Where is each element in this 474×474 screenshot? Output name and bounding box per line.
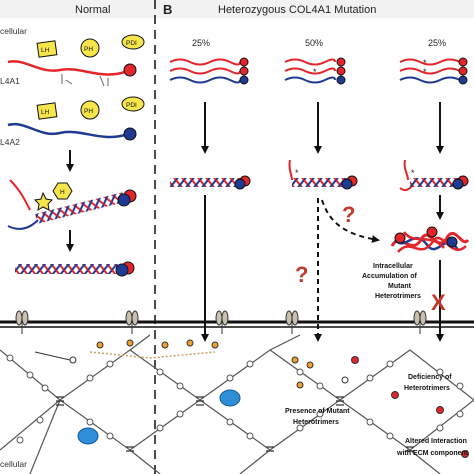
column2-chains: * — [284, 57, 346, 85]
annotation-deficiency: Deficiency of Heterotrimers — [404, 374, 452, 392]
lh-domain: LH — [36, 40, 58, 58]
svg-text:Altered Interaction: Altered Interaction — [405, 438, 467, 445]
panel-a-title: Normal — [75, 4, 110, 16]
loose-chain-red — [9, 179, 31, 211]
svg-text:PDI: PDI — [126, 40, 137, 47]
heterotrimer-a — [15, 264, 125, 274]
ecm-junctions — [56, 396, 414, 452]
svg-text:Intracellular: Intracellular — [373, 263, 413, 270]
question-mark-1: ? — [342, 202, 355, 227]
svg-text:LH: LH — [41, 109, 50, 116]
svg-text:H: H — [60, 189, 65, 196]
block-x-mark: X — [431, 290, 446, 315]
label-chain1: L4A1 — [0, 76, 20, 86]
svg-text:PH: PH — [84, 108, 93, 115]
membrane-receptors — [15, 310, 427, 334]
chain-alpha2-head — [123, 127, 137, 141]
header-band — [0, 0, 474, 18]
svg-text:PDI: PDI — [126, 102, 137, 109]
pct-left: 25% — [192, 38, 210, 48]
ligand-stick — [34, 351, 71, 361]
hydroxyl-groups — [61, 74, 109, 87]
panel-b-letter: B — [163, 2, 172, 17]
svg-text:Accumulation of: Accumulation of — [362, 273, 418, 280]
pdi-domain-2: PDI — [121, 96, 145, 112]
chain-alpha2-strand — [7, 122, 126, 139]
assembling-head-blue — [117, 193, 131, 207]
helix-b2-loose — [288, 159, 293, 181]
mutation-mark-helix2: * — [295, 168, 299, 178]
svg-text:*: * — [423, 67, 427, 77]
cell-1 — [77, 427, 99, 445]
ecm-nodes — [6, 354, 464, 444]
secreted-trimer-beads — [89, 339, 219, 359]
svg-text:LH: LH — [41, 47, 50, 54]
helix-b2-head-blue — [341, 178, 353, 190]
label-extracellular: cellular — [0, 459, 27, 469]
svg-text:Presence of Mutant: Presence of Mutant — [285, 408, 350, 415]
question-mark-2: ? — [295, 262, 308, 287]
label-chain2: L4A2 — [0, 137, 20, 147]
star-marker — [33, 191, 54, 211]
loose-chain-blue — [7, 219, 39, 230]
arrow-b2-to-accumulation — [321, 199, 380, 243]
ph-domain-2: PH — [80, 100, 100, 120]
h-chaperone: H — [52, 182, 73, 200]
lh-domain-2: LH — [36, 102, 58, 120]
mutant-aggregate — [390, 226, 470, 253]
pdi-domain: PDI — [121, 34, 145, 50]
column1-chains — [169, 57, 249, 85]
annotation-intracellular: Intracellular Accumulation of Mutant Het… — [362, 263, 421, 300]
mutation-mark-2: * — [313, 67, 317, 77]
assembling-helix — [35, 192, 125, 224]
svg-text:Heterotrimers: Heterotrimers — [404, 385, 450, 392]
annotation-altered: Altered Interaction with ECM component — [396, 438, 469, 457]
cell-2 — [219, 389, 241, 407]
svg-text:PH: PH — [84, 46, 93, 53]
mutant-markers — [291, 356, 469, 458]
pct-right: 25% — [428, 38, 446, 48]
ph-domain: PH — [80, 38, 100, 58]
chain-alpha1-head — [123, 63, 137, 77]
panel-b-title: Heterozygous COL4A1 Mutation — [218, 4, 376, 16]
svg-text:Mutant: Mutant — [388, 283, 412, 290]
ligand-end — [69, 356, 77, 364]
mutation-mark-helix3: * — [411, 168, 415, 178]
helix-b1-head-blue — [234, 178, 246, 190]
svg-text:Heterotrimers: Heterotrimers — [375, 293, 421, 300]
label-intracellular: cellular — [0, 26, 27, 36]
annotation-presence: Presence of Mutant Heterotrimers — [285, 408, 350, 426]
svg-text:Heterotrimers: Heterotrimers — [293, 419, 339, 426]
column3-chains: * * — [399, 57, 468, 85]
helix-b3-head-blue — [452, 178, 464, 190]
ecm-network — [0, 334, 474, 474]
pct-mid: 50% — [305, 38, 323, 48]
heterotrimer-a-head-blue — [115, 263, 129, 277]
helix-b2 — [292, 178, 350, 187]
chain-alpha1-strand — [7, 60, 126, 76]
svg-text:Deficiency of: Deficiency of — [408, 374, 452, 381]
helix-b1 — [170, 178, 242, 187]
svg-text:with ECM component: with ECM component — [396, 450, 469, 457]
svg-text:*: * — [423, 58, 427, 68]
helix-b3 — [410, 178, 460, 187]
